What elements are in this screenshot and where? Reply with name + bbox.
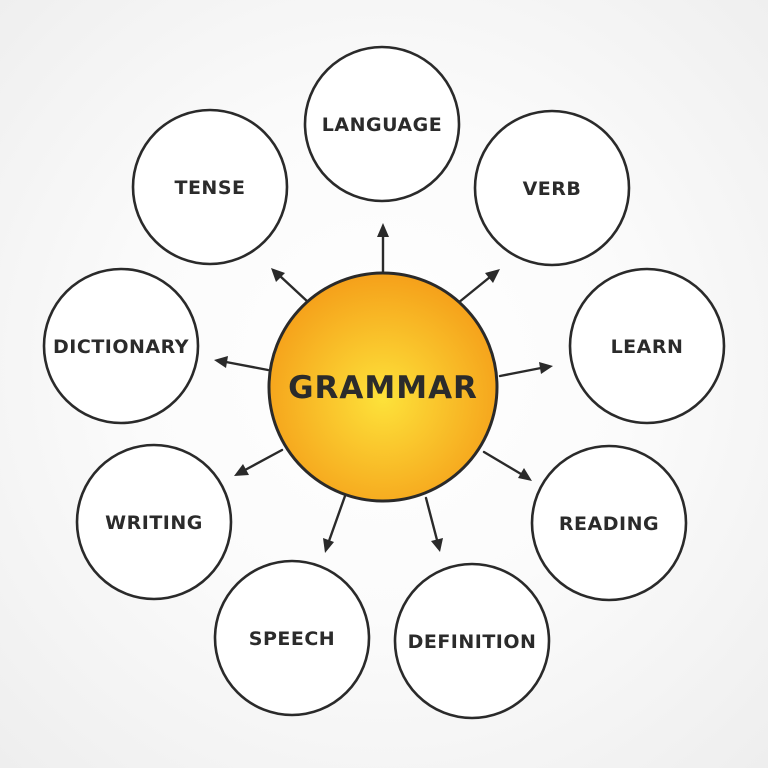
arrow-to-speech — [323, 494, 347, 553]
node-label-speech: SPEECH — [249, 628, 335, 650]
node-label-definition: DEFINITION — [408, 631, 537, 653]
arrow-to-dictionary — [214, 356, 270, 372]
node-label-learn: LEARN — [611, 336, 684, 358]
node-dictionary: DICTIONARY — [42, 267, 200, 425]
node-reading: READING — [530, 444, 688, 602]
node-language: LANGUAGE — [303, 45, 461, 203]
arrow-to-learn — [498, 362, 553, 378]
node-speech: SPEECH — [213, 559, 371, 717]
node-label-writing: WRITING — [105, 512, 203, 534]
arrow-to-definition — [424, 496, 443, 552]
arrow-to-tense — [271, 268, 310, 304]
node-label-dictionary: DICTIONARY — [53, 336, 189, 358]
node-learn: LEARN — [568, 267, 726, 425]
arrow-to-reading — [482, 450, 532, 481]
node-label-language: LANGUAGE — [322, 114, 442, 136]
center-node: GRAMMAR — [267, 271, 499, 503]
arrow-to-language — [377, 223, 389, 274]
node-verb: VERB — [473, 109, 631, 267]
node-label-reading: READING — [559, 513, 659, 535]
node-definition: DEFINITION — [393, 562, 551, 720]
arrow-to-verb — [456, 269, 500, 305]
connectors — [214, 223, 553, 553]
node-label-verb: VERB — [523, 178, 582, 200]
center-circle — [267, 271, 499, 503]
arrow-to-writing — [234, 448, 284, 476]
center-label: GRAMMAR — [288, 370, 478, 406]
node-tense: TENSE — [131, 108, 289, 266]
node-label-tense: TENSE — [174, 177, 245, 199]
node-writing: WRITING — [75, 443, 233, 601]
